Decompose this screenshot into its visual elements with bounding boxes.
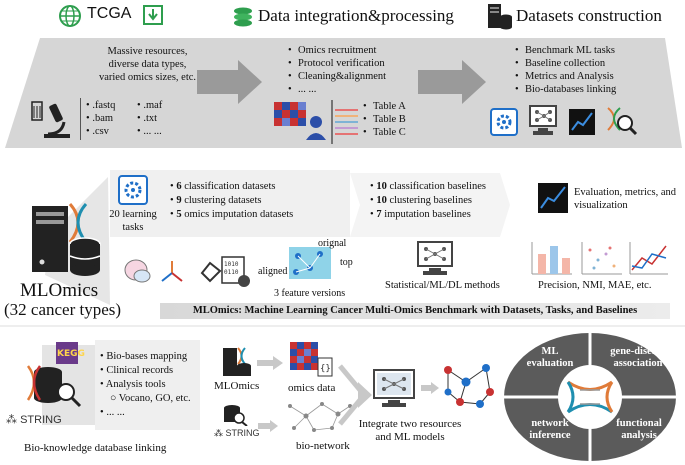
feature-versions-label: 3 feature versions [274,288,346,299]
construction-title: Datasets construction [516,6,662,25]
arrow-right-1 [257,356,283,370]
computer-network-icon [529,105,557,135]
computer-network-icon-integrate [373,369,415,407]
metrics-charts-icons [531,242,668,275]
bio-network-icon [288,402,352,432]
omics-heatmap-icon: {} [290,342,333,377]
tcga-title: TCGA [87,5,132,22]
bio-caption: Bio-knowledge database linking [24,442,167,454]
svg-text:0110: 0110 [224,269,239,276]
file-types-col2: • .maf • .txt • ... ... [137,100,163,137]
learning-tasks-label: 20 learning tasks [109,209,157,233]
table-lines-icon [331,100,358,144]
clustering-icon [124,259,183,283]
orignal-label: orignal [318,238,347,249]
kegg-logo-text: KEGG [57,349,85,359]
computer-network-icon-methods [417,241,453,275]
arrow-1 [197,60,262,104]
banner: MLOmics: Machine Learning Cancer Multi-O… [160,303,670,319]
gear-icon [490,108,518,136]
bio-database-icon: KEGG [26,342,85,408]
metrics-label: Precision, NMI, MAE, etc. [538,280,652,291]
baselines-list: • 10 classification baselines • 10 clust… [370,181,486,220]
heatmap-user-icon [274,102,326,140]
datasets-list: • 6 classification datasets • 9 clusteri… [170,181,294,220]
arrow-right-3 [421,382,439,394]
mlomics-database-icon [32,203,101,276]
string-logo: ⁂ STRING [6,414,62,426]
applications-circle [504,333,676,461]
gene-network-icon [444,364,494,408]
data-processing-icon: 1010 0110 [200,256,250,287]
mlomics-title: MLOmics [20,280,99,301]
feature-network-icon [289,247,331,279]
aligned-label: aligned [258,266,288,277]
integration-list: Omics recruitment Protocol verification … [288,44,386,96]
integrate-label: Integrate two resources and ML models [358,418,462,443]
gear-icon-small [118,175,148,205]
arrow-2 [418,60,486,104]
mlomics-label: MLOmics [214,380,260,392]
file-types-col1: • .fastq • .bam • .csv [86,100,116,137]
top-label: top [340,257,353,268]
tables-list: Table A Table B Table C [363,100,406,139]
database-server-icon [488,4,512,30]
svg-text:1010: 1010 [224,261,239,268]
circle-functional-analysis: functional analysis [616,418,662,441]
circle-gene-disease: gene-disease association [610,346,666,369]
string-small-logo: ⁂ STRING [214,428,260,438]
mlomics-small-icon [223,347,251,376]
methods-label: Statistical/ML/DL methods [385,280,500,291]
circle-network-inference: network inference [529,418,571,441]
download-icon[interactable] [142,4,164,26]
circle-ml-evaluation: ML evaluation [526,346,574,369]
line-chart-icon [569,109,595,135]
bio-items-list: • Bio-bases mapping • Clinical records •… [100,351,191,418]
line-chart-icon-eval [538,183,568,213]
divider [80,98,81,140]
cancer-types-label: (32 cancer types) [4,300,122,319]
section-divider [0,325,685,327]
bionet-label: bio-network [296,440,350,452]
microscope-icon [31,101,70,138]
tcga-description: Massive resources, diverse data types, v… [98,46,197,83]
dna-search-icon [607,107,638,136]
globe-icon [59,5,81,27]
db-search-icon [224,405,248,426]
omics-label: omics data [288,382,336,394]
merge-arrows [338,364,372,426]
evaluation-label: Evaluation, metrics, and visualization [574,187,677,211]
arrow-right-2 [258,420,278,432]
integration-title: Data integration&processing [258,6,454,25]
construction-list: Benchmark ML tasks Baseline collection M… [515,44,616,96]
svg-text:{}: {} [320,364,331,374]
layers-icon [234,7,252,27]
